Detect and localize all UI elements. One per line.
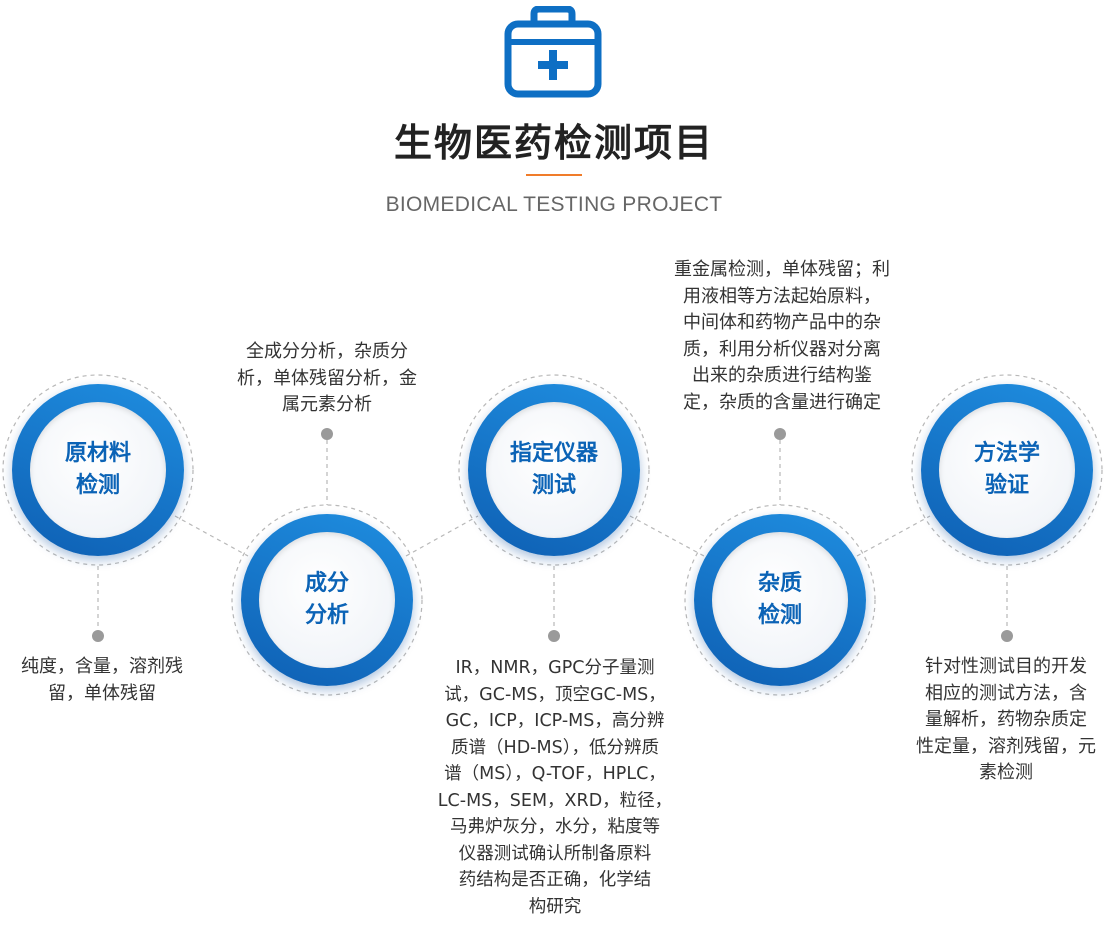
- desc-raw-material: 纯度，含量，溶剂残 留，单体残留: [21, 656, 183, 704]
- node-label: 方法学验证: [939, 402, 1075, 538]
- node-label: 成分分析: [259, 532, 395, 668]
- page-subtitle: BIOMEDICAL TESTING PROJECT: [385, 193, 723, 216]
- dot-1: [92, 630, 104, 642]
- desc-instrument-testing: IR，NMR，GPC分子量测 试，GC-MS，顶空GC-MS， GC，ICP，I…: [437, 658, 673, 917]
- dot-4: [774, 428, 786, 440]
- node-ring-3: [458, 374, 650, 566]
- desc-impurity: 重金属检测，单体残留；利 用液相等方法起始原料， 中间体和药物产品中的杂 质，利…: [674, 259, 890, 413]
- node-raw-material[interactable]: 原材料检测: [12, 384, 184, 556]
- title-underline: [526, 174, 582, 176]
- node-label: 杂质检测: [712, 532, 848, 668]
- node-label: 指定仪器测试: [486, 402, 622, 538]
- connector-2-3: [405, 515, 479, 557]
- node-ring-5: [911, 374, 1103, 566]
- node-label: 原材料检测: [30, 402, 166, 538]
- connector-3-4: [629, 515, 705, 557]
- connector-4-5: [856, 515, 931, 557]
- node-ring-1: [2, 374, 194, 566]
- desc-composition: 全成分分析，杂质分 析，单体残留分析，金 属元素分析: [237, 341, 417, 415]
- page-title: 生物医药检测项目: [393, 121, 714, 165]
- connector-1-2: [174, 515, 249, 557]
- node-ring-4: [684, 504, 876, 696]
- node-method-validation[interactable]: 方法学验证: [921, 384, 1093, 556]
- medical-kit-icon: [504, 6, 602, 98]
- dot-3: [548, 630, 560, 642]
- node-instrument-testing[interactable]: 指定仪器测试: [468, 384, 640, 556]
- node-composition[interactable]: 成分分析: [241, 514, 413, 686]
- dot-5: [1001, 630, 1013, 642]
- node-impurity[interactable]: 杂质检测: [694, 514, 866, 686]
- node-ring-2: [231, 504, 423, 696]
- dot-2: [321, 428, 333, 440]
- desc-method-validation: 针对性测试目的开发 相应的测试方法，含 量解析，药物杂质定 性定量，溶剂残留，元…: [916, 656, 1096, 783]
